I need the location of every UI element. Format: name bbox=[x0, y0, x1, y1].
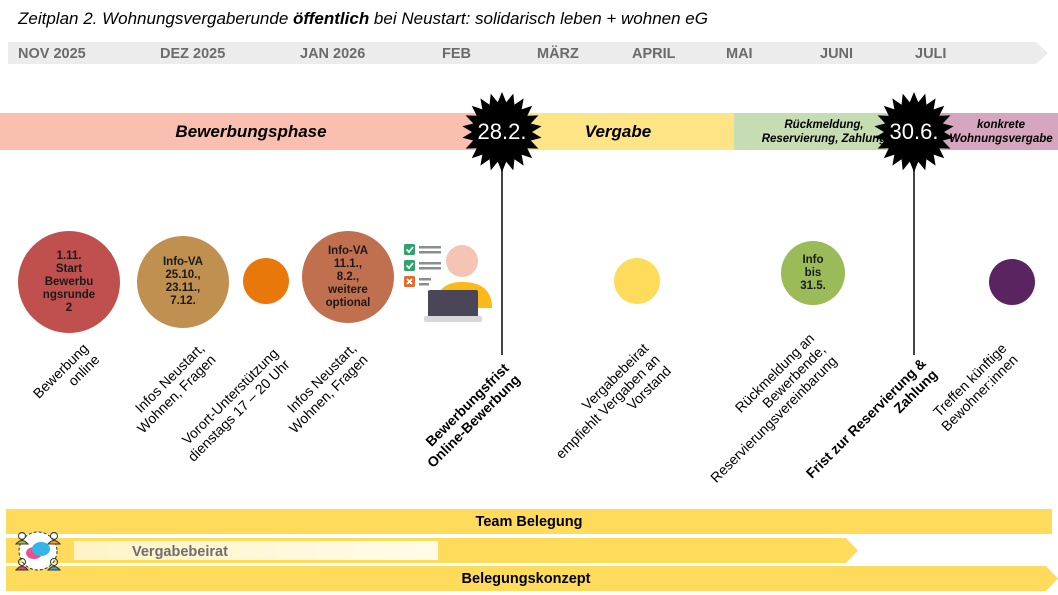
deadline-line bbox=[913, 160, 915, 355]
online-application-icon bbox=[404, 244, 492, 322]
title-suffix: bei Neustart: solidarisch leben + wohnen… bbox=[369, 9, 708, 28]
month-label: JULI bbox=[915, 46, 947, 62]
month-label: APRIL bbox=[632, 46, 676, 62]
month-label: NOV 2025 bbox=[18, 46, 86, 62]
band-belegungskonzept-arrow bbox=[6, 566, 1058, 591]
band-belegungskonzept: Belegungskonzept bbox=[6, 566, 1046, 591]
deadline-starburst-icon bbox=[462, 92, 542, 172]
month-label: FEB bbox=[442, 46, 471, 62]
band-label: Belegungskonzept bbox=[461, 570, 591, 587]
team-discussion-icon bbox=[14, 531, 62, 571]
event-circle-vergabebeirat bbox=[614, 258, 660, 304]
band-label-vergabebeirat: Vergabebeirat bbox=[132, 544, 228, 560]
page-title: Zeitplan 2. Wohnungsvergaberunde öffentl… bbox=[18, 9, 708, 29]
phase-label: Vergabe bbox=[584, 121, 652, 141]
event-label: Infos Neustart, Wohnen, Fragen bbox=[283, 340, 371, 437]
phase-bewerbungsphase: Bewerbungsphase bbox=[0, 113, 502, 150]
phase-label: konkrete Wohnungsvergabe bbox=[949, 118, 1053, 145]
title-prefix: Zeitplan 2. Wohnungsvergaberunde bbox=[18, 9, 294, 28]
band-team-belegung: Team Belegung bbox=[6, 509, 1052, 534]
month-label: MÄRZ bbox=[537, 46, 579, 62]
timeline-month-arrow bbox=[8, 42, 1048, 64]
phase-label: Rückmeldung, Reservierung, Zahlung bbox=[761, 118, 887, 145]
deadline-date: 30.6. bbox=[889, 119, 939, 144]
band-label: Team Belegung bbox=[475, 513, 583, 530]
phase-label: Bewerbungsphase bbox=[175, 121, 327, 141]
event-circle-vorort bbox=[243, 258, 289, 304]
event-label: Bewerbung online bbox=[29, 340, 103, 402]
event-label: Treffen künftige Bewohner:innen bbox=[929, 340, 1021, 435]
event-circle-info-va: Info-VA 25.10., 23.11., 7.12. bbox=[137, 236, 229, 328]
event-label-deadline: Bewerbungsfrist Online-Bewerbung bbox=[421, 360, 523, 471]
event-label: Vergabebeirat empfiehlt Vergaben an Vors… bbox=[552, 340, 674, 462]
month-label: JAN 2026 bbox=[300, 46, 366, 62]
event-circle-info-va-2: Info-VA 11.1., 8.2., weitere optional bbox=[302, 231, 394, 323]
band-vergabebeirat-arrow bbox=[6, 538, 858, 563]
deadline-starburst-icon bbox=[874, 92, 954, 172]
month-label: MAI bbox=[726, 46, 753, 62]
title-emphasis: öffentlich bbox=[293, 9, 370, 28]
month-label: DEZ 2025 bbox=[160, 46, 226, 62]
month-label: JUNI bbox=[820, 46, 854, 62]
deadline-date: 28.2. bbox=[477, 119, 527, 144]
event-circle-treffen bbox=[989, 259, 1035, 305]
event-circle-info: Info bis 31.5. bbox=[781, 241, 845, 305]
deadline-line bbox=[501, 160, 503, 355]
event-circle-start: 1.11. Start Bewerbu ngsrunde 2 bbox=[18, 231, 120, 333]
phase-vergabe: Vergabe bbox=[502, 113, 734, 150]
